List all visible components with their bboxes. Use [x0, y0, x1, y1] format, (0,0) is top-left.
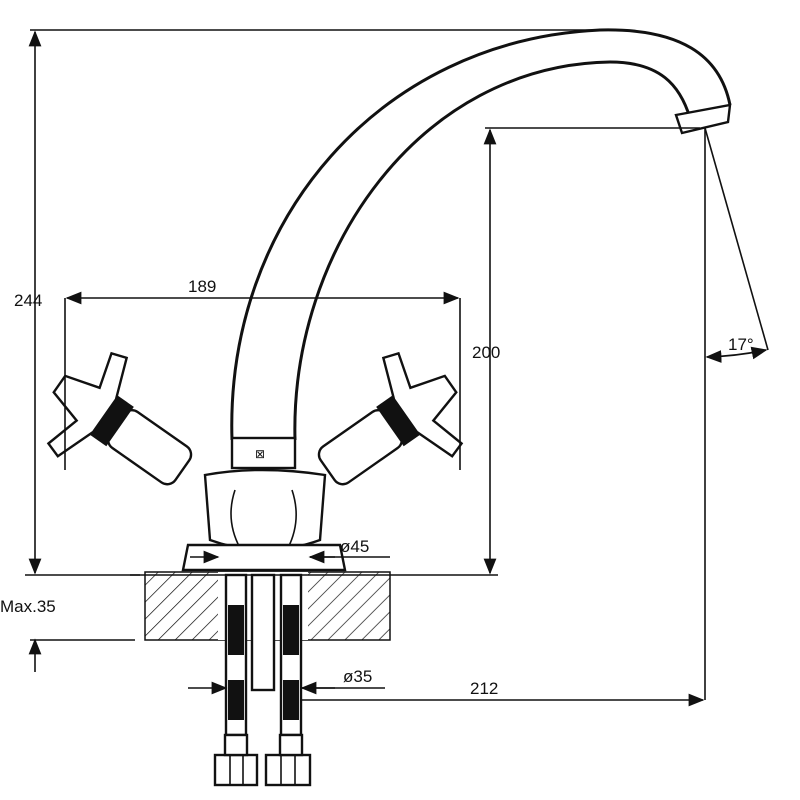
- handle-span-label: 189: [188, 277, 216, 296]
- base-diameter-label: ø45: [340, 537, 369, 556]
- hole-diameter-label: ø35: [343, 667, 372, 686]
- spout-reach-label: 212: [470, 679, 498, 698]
- supply-hoses: [213, 573, 312, 787]
- dimension-lines: [25, 29, 769, 707]
- faucet-body: [181, 468, 347, 572]
- spout-angle-label: 17°: [728, 335, 754, 354]
- svg-text:⊠: ⊠: [255, 447, 265, 461]
- total-height-label: 244: [14, 291, 42, 310]
- left-handle: [46, 351, 193, 486]
- right-handle: [317, 351, 464, 486]
- spout: ⊠: [230, 28, 732, 470]
- spout-height-label: 200: [472, 343, 500, 362]
- max-thickness-label: Max.35: [0, 597, 56, 616]
